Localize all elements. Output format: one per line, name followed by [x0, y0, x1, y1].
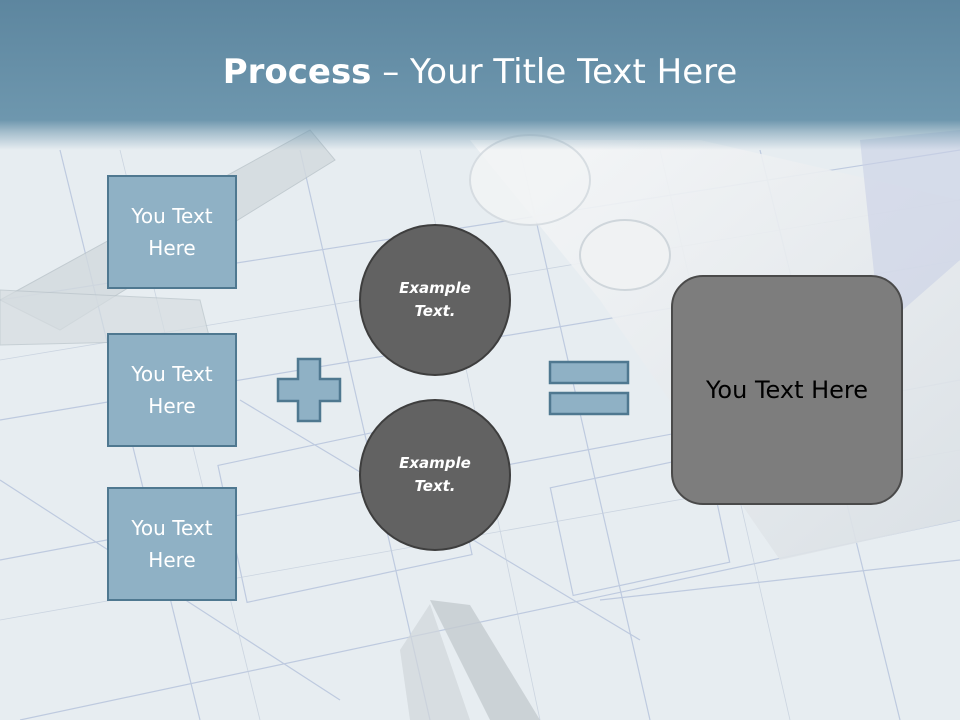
example-circle-2[interactable]: Example Text. — [359, 399, 511, 551]
slide-title: Process – Your Title Text Here — [0, 52, 960, 92]
input-box-1[interactable]: You Text Here — [107, 175, 237, 289]
plus-icon — [276, 357, 342, 423]
input-box-1-label: You Text Here — [131, 204, 213, 260]
slide-title-rest: – Your Title Text Here — [371, 52, 738, 92]
example-circle-1[interactable]: Example Text. — [359, 224, 511, 376]
result-box-label: You Text Here — [705, 376, 869, 404]
example-circle-1-label: Example Text. — [399, 279, 471, 320]
equals-icon — [548, 360, 630, 416]
result-box[interactable]: You Text Here — [671, 275, 903, 505]
title-bar — [0, 0, 960, 150]
input-box-2[interactable]: You Text Here — [107, 333, 237, 447]
input-box-3-label: You Text Here — [131, 516, 213, 572]
slide-title-bold: Process — [222, 52, 372, 92]
input-box-3[interactable]: You Text Here — [107, 487, 237, 601]
input-box-2-label: You Text Here — [131, 362, 213, 418]
example-circle-2-label: Example Text. — [399, 454, 471, 495]
